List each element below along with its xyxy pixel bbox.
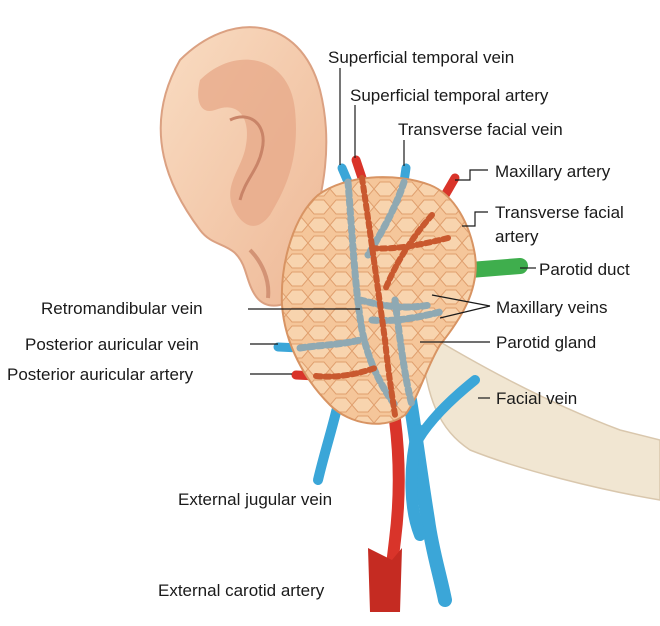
label-transverse-facial-artery-line2: artery	[495, 227, 539, 246]
label-superficial-temporal-vein: Superficial temporal vein	[328, 48, 514, 67]
label-transverse-facial-artery-line1: Transverse facial	[495, 203, 624, 222]
label-parotid-gland: Parotid gland	[496, 333, 596, 352]
neck-shading	[420, 330, 660, 500]
label-maxillary-artery: Maxillary artery	[495, 162, 611, 181]
label-maxillary-veins: Maxillary veins	[496, 298, 607, 317]
label-posterior-auricular-artery: Posterior auricular artery	[7, 365, 194, 384]
label-parotid-duct: Parotid duct	[539, 260, 630, 279]
label-retromandibular-vein: Retromandibular vein	[41, 299, 203, 318]
label-superficial-temporal-artery: Superficial temporal artery	[350, 86, 549, 105]
carotid-base	[368, 548, 402, 612]
label-external-carotid-artery: External carotid artery	[158, 581, 325, 600]
leader-maxillary-artery	[455, 170, 488, 180]
parotid-duct	[470, 266, 520, 270]
label-transverse-facial-vein: Transverse facial vein	[398, 120, 563, 139]
label-external-jugular-vein: External jugular vein	[178, 490, 332, 509]
label-posterior-auricular-vein: Posterior auricular vein	[25, 335, 199, 354]
label-facial-vein: Facial vein	[496, 389, 577, 408]
